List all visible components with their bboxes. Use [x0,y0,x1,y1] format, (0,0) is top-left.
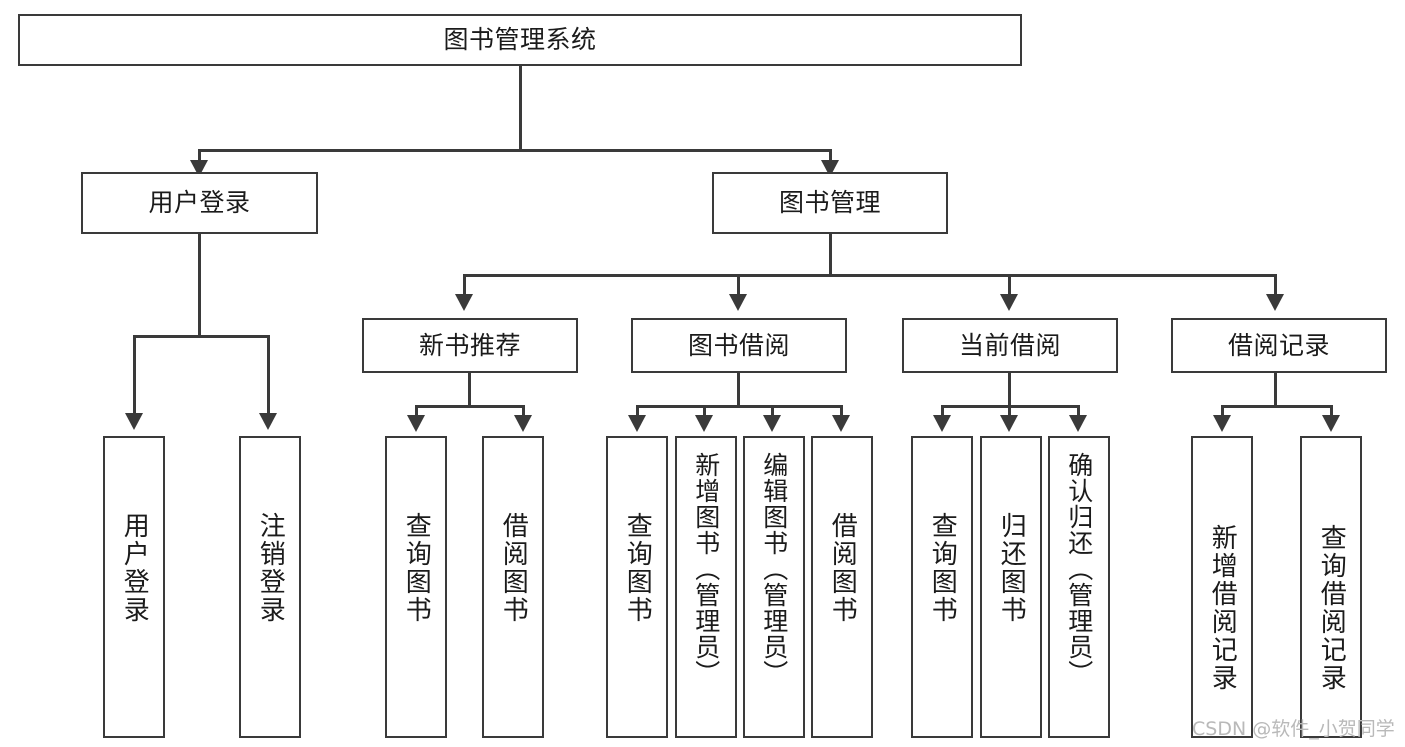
connector-book-manage-trunk [829,234,832,276]
node-book-borrow[interactable]: 图书借阅 [631,318,847,373]
arrow-to-current-leaf-1 [933,415,951,432]
connector-book-manage-leg-4 [1274,274,1277,298]
connector-current-leg-1 [941,405,944,419]
connector-book-manage-bar [463,274,1277,277]
connector-root-leg-left [198,149,201,164]
node-user-login[interactable]: 用户登录 [81,172,318,234]
connector-record-trunk [1274,373,1277,407]
node-current-borrow[interactable]: 当前借阅 [902,318,1118,373]
connector-user-login-trunk [198,234,201,336]
node-label: 归还图书 [996,512,1027,624]
arrow-to-borrow-leaf-1 [628,415,646,432]
arrow-to-borrow-leaf-4 [832,415,850,432]
connector-borrow-leg-3 [771,405,774,419]
node-label: 新增图书（管理员） [691,452,721,686]
node-book-manage[interactable]: 图书管理 [712,172,948,234]
node-label: 注销登录 [255,512,286,624]
arrow-to-current-borrow [1000,294,1018,311]
leaf-current-return-book[interactable]: 归还图书 [980,436,1042,738]
connector-borrow-bar [636,405,843,408]
node-label: 用户登录 [148,188,251,218]
connector-record-leg-2 [1330,405,1333,419]
node-label: 查询图书 [927,512,958,624]
connector-borrow-leg-2 [703,405,706,419]
node-label: 借阅图书 [827,512,858,624]
node-label: 借阅图书 [498,512,529,624]
connector-user-login-leg-2 [267,335,270,417]
leaf-borrow-borrow-book[interactable]: 借阅图书 [811,436,873,738]
node-label: 查询图书 [622,512,653,624]
arrow-to-borrow-record [1266,294,1284,311]
leaf-user-login[interactable]: 用户登录 [103,436,165,738]
arrow-to-recommend-leaf-2 [514,415,532,432]
arrow-to-record-leaf-2 [1322,415,1340,432]
connector-borrow-leg-4 [840,405,843,419]
connector-borrow-trunk [737,373,740,407]
leaf-borrow-edit-book-admin[interactable]: 编辑图书（管理员） [743,436,805,738]
node-label: 图书借阅 [687,330,790,360]
arrow-to-new-book-recommend [455,294,473,311]
node-label: 图书管理系统 [443,25,597,55]
connector-root-trunk [519,66,522,150]
leaf-recommend-borrow-book[interactable]: 借阅图书 [482,436,544,738]
leaf-borrow-query-book[interactable]: 查询图书 [606,436,668,738]
connector-current-leg-2 [1008,405,1011,419]
node-label: 新书推荐 [418,330,521,360]
csdn-watermark: CSDN @软件_小贺同学 [1192,718,1395,740]
connector-current-trunk [1008,373,1011,407]
node-label: 确认归还（管理员） [1064,452,1094,686]
node-label: 当前借阅 [958,330,1061,360]
node-borrow-record[interactable]: 借阅记录 [1171,318,1387,373]
leaf-user-logout[interactable]: 注销登录 [239,436,301,738]
leaf-recommend-query-book[interactable]: 查询图书 [385,436,447,738]
arrow-to-borrow-leaf-3 [763,415,781,432]
node-label: 图书管理 [778,188,881,218]
arrow-to-user-login-leaf-1 [125,413,143,430]
arrow-to-borrow-leaf-2 [695,415,713,432]
arrow-to-book-borrow [729,294,747,311]
connector-recommend-leg-2 [522,405,525,419]
connector-user-login-bar [133,335,270,338]
connector-record-leg-1 [1221,405,1224,419]
connector-book-manage-leg-3 [1008,274,1011,298]
connector-recommend-leg-1 [415,405,418,419]
arrow-to-recommend-leaf-1 [407,415,425,432]
leaf-borrow-add-book-admin[interactable]: 新增图书（管理员） [675,436,737,738]
connector-book-manage-leg-1 [463,274,466,298]
node-label: 借阅记录 [1227,330,1330,360]
connector-record-bar [1221,405,1333,408]
connector-recommend-trunk [468,373,471,407]
connector-root-leg-right [829,149,832,164]
leaf-current-query-book[interactable]: 查询图书 [911,436,973,738]
arrow-to-current-leaf-3 [1069,415,1087,432]
leaf-record-query-record[interactable]: 查询借阅记录 [1300,436,1362,738]
connector-book-manage-leg-2 [737,274,740,298]
node-root-system[interactable]: 图书管理系统 [18,14,1022,66]
node-label: 用户登录 [119,512,150,624]
arrow-to-user-login-leaf-2 [259,413,277,430]
node-label: 新增借阅记录 [1207,524,1238,692]
node-label: 查询图书 [401,512,432,624]
node-new-book-recommend[interactable]: 新书推荐 [362,318,578,373]
arrow-to-current-leaf-2 [1000,415,1018,432]
connector-root-bar [198,149,832,152]
node-label: 查询借阅记录 [1316,524,1347,692]
connector-user-login-leg-1 [133,335,136,417]
leaf-current-confirm-return-admin[interactable]: 确认归还（管理员） [1048,436,1110,738]
leaf-record-add-record[interactable]: 新增借阅记录 [1191,436,1253,738]
connector-recommend-bar [415,405,525,408]
connector-borrow-leg-1 [636,405,639,419]
node-label: 编辑图书（管理员） [759,452,789,686]
arrow-to-record-leaf-1 [1213,415,1231,432]
connector-current-leg-3 [1077,405,1080,419]
